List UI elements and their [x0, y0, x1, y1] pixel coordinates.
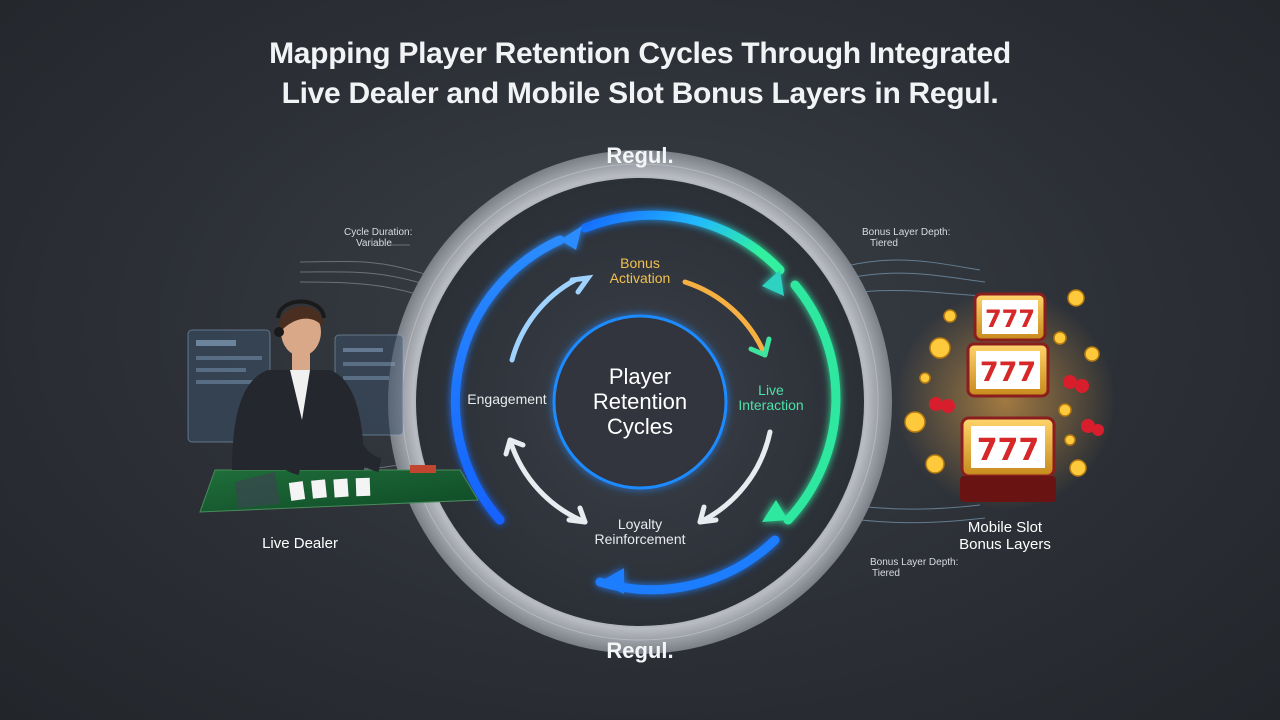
label-mobile-slot: Mobile Slot Bonus Layers: [959, 519, 1051, 553]
note-bonus-depth-bottom: Bonus Layer Depth: Tiered: [870, 557, 959, 579]
stage-live-interaction: Live Interaction: [738, 382, 804, 413]
svg-text:777: 777: [985, 305, 1035, 333]
svg-text:777: 777: [977, 433, 1040, 468]
live-dealer-illustration: [187, 299, 479, 513]
stage-loyalty-reinforcement: Loyalty Reinforcement: [594, 516, 686, 547]
ring-brand-bottom: Regul.: [606, 638, 674, 663]
center-line-3: Cycles: [606, 414, 673, 439]
inner-cycle-arcs: [503, 274, 773, 525]
note-bonus-depth-top: Bonus Layer Depth: Tiered: [862, 227, 951, 249]
svg-text:777: 777: [980, 357, 1036, 388]
slot-reel-1: 777: [973, 292, 1047, 342]
note-cycle-duration: Cycle Duration: Variable: [344, 227, 413, 249]
title-line-2: Live Dealer and Mobile Slot Bonus Layers…: [281, 77, 999, 110]
outer-cycle-arcs: [450, 210, 841, 595]
stage-bonus-activation: Bonus Activation: [609, 255, 671, 286]
cherry-icon: [929, 375, 1104, 436]
ring-brand-top: Regul.: [606, 143, 674, 168]
slot-reel-2: 777: [966, 342, 1050, 398]
label-live-dealer: Live Dealer: [262, 535, 338, 552]
slot-reel-3: 777: [960, 416, 1056, 502]
center-circle: [552, 314, 728, 490]
center-line-1: Player: [608, 364, 672, 389]
center-label: Player Retention Cycles: [560, 364, 720, 439]
title-line-1: Mapping Player Retention Cycles Through …: [269, 37, 1011, 70]
center-line-2: Retention: [592, 389, 688, 414]
slot-machine-illustration: 777 777 777: [895, 289, 1115, 510]
page-title: Mapping Player Retention Cycles Through …: [0, 34, 1280, 114]
stage-engagement: Engagement: [467, 391, 547, 407]
coin-icon: [904, 289, 1100, 477]
